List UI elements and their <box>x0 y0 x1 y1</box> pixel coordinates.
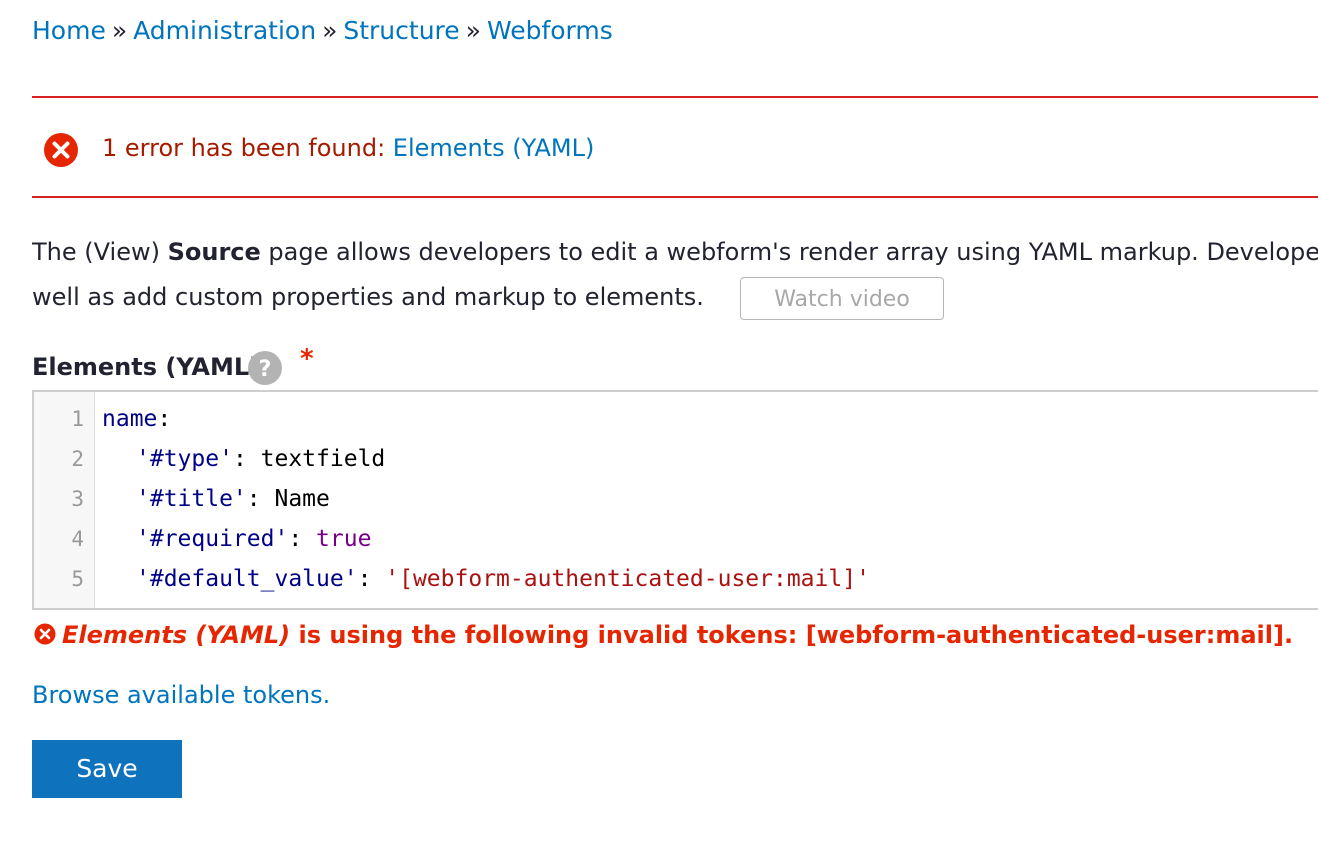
field-error-text: is using the following invalid tokens: [… <box>290 621 1294 649</box>
yaml-value: true <box>316 526 372 552</box>
yaml-separator: : <box>232 446 261 472</box>
yaml-key: '#title' <box>136 486 247 512</box>
code-line: '#default_value': '[webform-authenticate… <box>136 566 870 592</box>
error-messages: 1 error has been found: Elements (YAML) <box>32 96 1318 198</box>
error-message-text: 1 error has been found: Elements (YAML) <box>102 131 594 165</box>
yaml-value: '[webform-authenticated-user:mail]' <box>385 566 870 592</box>
error-link-elements-yaml[interactable]: Elements (YAML) <box>392 134 595 162</box>
error-prefix: 1 error has been found: <box>102 134 393 162</box>
description-line-1: The (View) Source page allows developers… <box>32 230 1318 275</box>
description-line-2: well as add custom properties and markup… <box>32 283 704 311</box>
yaml-key: name <box>102 406 158 432</box>
breadcrumb-administration[interactable]: Administration <box>133 16 317 45</box>
question-circle-icon[interactable]: ? <box>248 351 282 385</box>
required-marker: * <box>300 344 314 374</box>
yaml-separator: : <box>246 486 275 512</box>
line-number: 4 <box>71 527 84 551</box>
line-number: 3 <box>71 487 84 511</box>
breadcrumb-structure[interactable]: Structure <box>343 16 460 45</box>
page-description: The (View) Source page allows developers… <box>32 230 1318 320</box>
yaml-key: '#default_value' <box>136 566 358 592</box>
browse-tokens-link[interactable]: Browse available tokens. <box>32 681 331 709</box>
breadcrumb-home[interactable]: Home <box>32 16 106 45</box>
yaml-separator: : <box>288 526 317 552</box>
yaml-key: '#required' <box>136 526 289 552</box>
breadcrumb-separator: » <box>465 16 481 45</box>
field-error-field-name: Elements (YAML) <box>62 621 291 649</box>
yaml-value: textfield <box>260 446 386 472</box>
line-number-gutter: 1 2 3 4 5 <box>34 392 95 608</box>
error-circle-icon <box>44 133 78 167</box>
description-text: page allows developers to edit a webform… <box>260 238 1318 266</box>
watch-video-button[interactable]: Watch video <box>740 277 944 320</box>
yaml-separator: : <box>157 406 172 432</box>
error-circle-icon <box>34 623 56 645</box>
description-text: The (View) <box>32 238 168 266</box>
code-line: '#type': textfield <box>136 446 385 472</box>
breadcrumb: Home»Administration»Structure»Webforms <box>32 14 613 48</box>
breadcrumb-webforms[interactable]: Webforms <box>486 16 613 45</box>
yaml-value: Name <box>274 486 330 512</box>
breadcrumb-separator: » <box>111 16 128 45</box>
elements-yaml-label: Elements (YAML) <box>32 353 261 381</box>
line-number: 2 <box>71 447 84 471</box>
yaml-separator: : <box>357 566 386 592</box>
field-error-message: Elements (YAML) is using the following i… <box>34 620 1293 650</box>
code-line: '#title': Name <box>136 486 330 512</box>
save-button[interactable]: Save <box>32 740 182 798</box>
code-line: name: <box>102 406 171 432</box>
line-number: 5 <box>71 567 84 591</box>
line-number: 1 <box>71 407 84 431</box>
yaml-key: '#type' <box>136 446 233 472</box>
breadcrumb-separator: » <box>322 16 338 45</box>
description-bold: Source <box>167 238 261 266</box>
code-line: '#required': true <box>136 526 371 552</box>
svg-text:?: ? <box>259 357 272 382</box>
